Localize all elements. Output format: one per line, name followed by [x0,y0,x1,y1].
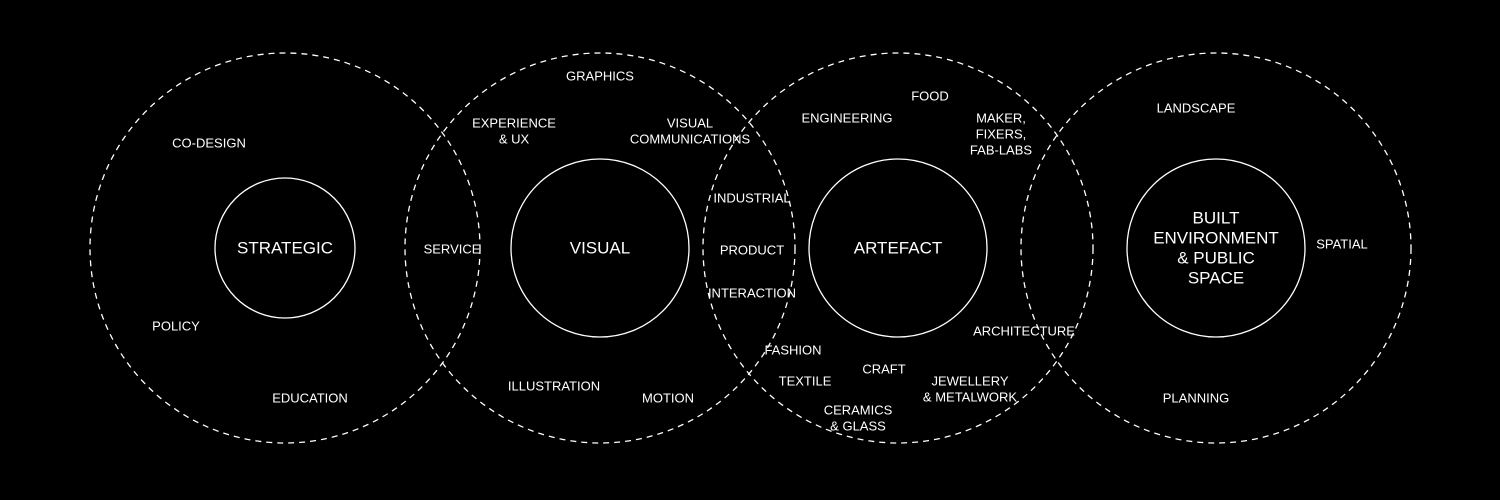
core-label-visual: VISUAL [570,239,630,258]
term-label-jewellery-metalwork: & METALWORK [923,390,1017,405]
term-product: PRODUCT [720,243,784,258]
term-label-engineering: ENGINEERING [801,111,892,126]
term-architecture: ARCHITECTURE [973,324,1075,339]
core-label-built-environment: ENVIRONMENT [1153,229,1279,248]
term-label-spatial: SPATIAL [1316,237,1368,252]
core-label-built-environment: BUILT [1193,209,1240,228]
term-label-planning: PLANNING [1163,391,1229,406]
term-label-architecture: ARCHITECTURE [973,324,1075,339]
term-spatial: SPATIAL [1316,237,1368,252]
term-label-experience-ux: & UX [499,132,530,147]
term-experience-ux: EXPERIENCE& UX [472,116,556,147]
term-planning: PLANNING [1163,391,1229,406]
term-ceramics-glass: CERAMICS& GLASS [824,403,893,434]
term-label-experience-ux: EXPERIENCE [472,116,556,131]
inner-circle-artefact [808,158,988,338]
term-label-maker-fixers-fab-labs: MAKER, [976,111,1026,126]
term-label-interaction: INTERACTION [708,286,796,301]
term-education: EDUCATION [272,391,348,406]
term-graphics: GRAPHICS [566,69,634,84]
term-label-visual-communications: VISUAL [667,116,713,131]
core-label-built-environment: SPACE [1188,269,1244,288]
term-label-textile: TEXTILE [779,374,832,389]
term-label-illustration: ILLUSTRATION [508,379,600,394]
term-policy: POLICY [152,319,200,334]
term-label-jewellery-metalwork: JEWELLERY [931,374,1008,389]
term-maker-fixers-fab-labs: MAKER,FIXERS,FAB-LABS [970,111,1032,158]
term-textile: TEXTILE [779,374,832,389]
term-label-maker-fixers-fab-labs: FAB-LABS [970,143,1032,158]
domain-artefact: ARTEFACT [702,52,1094,444]
term-craft: CRAFT [862,362,905,377]
term-label-policy: POLICY [152,319,200,334]
core-label-artefact: ARTEFACT [854,239,942,258]
outer-dashed-circle-built-environment [1020,52,1412,444]
inner-circle-strategic [214,177,356,319]
core-label-strategic: STRATEGIC [237,239,333,258]
term-label-service: SERVICE [424,242,481,257]
term-label-craft: CRAFT [862,362,905,377]
term-interaction: INTERACTION [708,286,796,301]
term-label-ceramics-glass: & GLASS [830,419,886,434]
domain-visual: VISUAL [404,52,796,444]
term-motion: MOTION [642,391,694,406]
term-label-food: FOOD [911,89,949,104]
outer-dashed-circle-visual [404,52,796,444]
term-label-maker-fixers-fab-labs: FIXERS, [976,127,1027,142]
term-label-product: PRODUCT [720,243,784,258]
term-fashion: FASHION [764,343,821,358]
term-food: FOOD [911,89,949,104]
term-service: SERVICE [424,242,481,257]
term-label-motion: MOTION [642,391,694,406]
inner-circle-visual [510,158,690,338]
term-label-ceramics-glass: CERAMICS [824,403,893,418]
term-engineering: ENGINEERING [801,111,892,126]
term-label-graphics: GRAPHICS [566,69,634,84]
term-label-fashion: FASHION [764,343,821,358]
term-label-industrial: INDUSTRIAL [713,191,790,206]
term-jewellery-metalwork: JEWELLERY& METALWORK [923,374,1017,405]
domain-strategic: STRATEGIC [89,52,481,444]
outer-dashed-circle-artefact [702,52,1094,444]
core-label-built-environment: & PUBLIC [1177,249,1254,268]
term-label-co-design: CO-DESIGN [172,136,246,151]
inner-circle-built-environment [1126,158,1306,338]
term-landscape: LANDSCAPE [1157,101,1236,116]
term-label-education: EDUCATION [272,391,348,406]
term-label-landscape: LANDSCAPE [1157,101,1236,116]
term-illustration: ILLUSTRATION [508,379,600,394]
outer-dashed-circle-strategic [89,52,481,444]
term-co-design: CO-DESIGN [172,136,246,151]
term-industrial: INDUSTRIAL [713,191,790,206]
term-label-visual-communications: COMMUNICATIONS [630,132,751,147]
